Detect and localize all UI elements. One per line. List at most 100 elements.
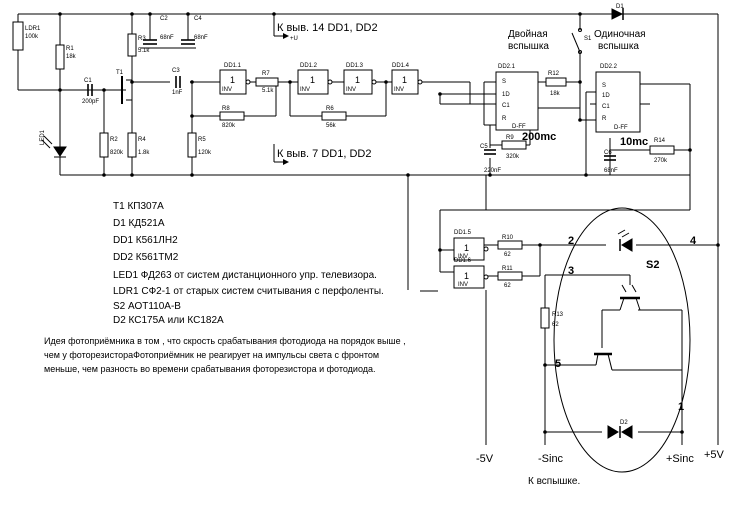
explanation-note: Идея фотоприёмника в том , что скрость с… bbox=[44, 336, 406, 374]
inverter-bubbles bbox=[245, 79, 489, 280]
single-flash-line2: вспышка bbox=[598, 41, 639, 52]
dd2-1-flipflop bbox=[495, 71, 539, 131]
d1-label: D1 bbox=[616, 4, 624, 10]
led1-photodiode bbox=[41, 135, 67, 158]
component-labels: LDR1 100k R1 18k C2 68nF C4 68nF R3 5.1k… bbox=[25, 4, 668, 426]
timing-10: 10mc bbox=[620, 136, 648, 148]
dd1-4-label: DD1.4 bbox=[392, 63, 410, 69]
r14-body bbox=[649, 145, 675, 155]
r13-label: R13 bbox=[552, 312, 564, 318]
c6-label: C6 bbox=[604, 150, 612, 156]
dd1-5-symbol: 1 bbox=[464, 243, 469, 253]
s1-label: S1 bbox=[584, 36, 592, 42]
r13-value: 62 bbox=[552, 322, 559, 328]
r10-body bbox=[497, 240, 523, 250]
dd1-1-label: DD1.1 bbox=[224, 63, 242, 69]
r5-body bbox=[187, 132, 197, 158]
node-1: 1 bbox=[678, 401, 684, 413]
r8-value: 820k bbox=[222, 123, 236, 129]
parts-item: DD2 К561ТМ2 bbox=[113, 252, 179, 263]
r3-body bbox=[127, 33, 137, 57]
dd2-1-d: 1D bbox=[502, 92, 510, 98]
r1-label: R1 bbox=[66, 46, 74, 52]
c5-value: 220nF bbox=[484, 168, 501, 174]
s2-led bbox=[617, 229, 633, 252]
r11-value: 62 bbox=[504, 283, 511, 289]
ldr1-label: LDR1 bbox=[25, 26, 41, 32]
c2-value: 68nF bbox=[160, 35, 174, 41]
r2-value: 820k bbox=[110, 150, 124, 156]
dd1-2-gate bbox=[297, 69, 329, 95]
r11-body bbox=[497, 271, 523, 281]
dd2-1-s: S bbox=[502, 79, 506, 85]
ldr1-value: 100k bbox=[25, 34, 39, 40]
r6-body bbox=[321, 111, 347, 121]
parts-item: T1 КП307А bbox=[113, 201, 164, 212]
dd1-6-symbol: 1 bbox=[464, 271, 469, 281]
c3-label: C3 bbox=[172, 68, 180, 74]
junctions bbox=[58, 12, 720, 434]
dd2-2-type: D-FF bbox=[614, 125, 628, 131]
c1-label: C1 bbox=[84, 78, 92, 84]
dd1-2-symbol: 1 bbox=[310, 75, 315, 85]
c1-value: 200pF bbox=[82, 99, 99, 105]
annotations: К выв. 14 DD1, DD2 +U К выв. 7 DD1, DD2 … bbox=[277, 22, 725, 487]
r1-body bbox=[55, 44, 65, 70]
dd1-5-type: INV bbox=[458, 254, 468, 260]
node-3: 3 bbox=[568, 265, 574, 277]
minus-5v-label: -5V bbox=[476, 453, 494, 465]
wires bbox=[17, 13, 719, 445]
dd2-1-c: C1 bbox=[502, 103, 510, 109]
r8-label: R8 bbox=[222, 106, 230, 112]
dd1-3-symbol: 1 bbox=[355, 75, 360, 85]
r10-label: R10 bbox=[502, 235, 514, 241]
r3-value: 5.1k bbox=[138, 48, 150, 54]
note-line: Идея фотоприёмника в том , что скрость с… bbox=[44, 336, 406, 346]
s2-label: S2 bbox=[646, 259, 659, 271]
dd1-3-type: INV bbox=[346, 87, 356, 93]
r13-body bbox=[540, 307, 550, 329]
c2-label: C2 bbox=[160, 16, 168, 22]
dd2-2-d: 1D bbox=[602, 93, 610, 99]
pin14-note: К выв. 14 DD1, DD2 bbox=[277, 22, 378, 34]
dd1-5-label: DD1.5 bbox=[454, 230, 472, 236]
r14-value: 270k bbox=[654, 158, 668, 164]
r4-body bbox=[127, 132, 137, 158]
r4-value: 1.8k bbox=[138, 150, 150, 156]
t1-label: T1 bbox=[116, 70, 124, 76]
dd2-2-s: S bbox=[602, 83, 606, 89]
parts-item: D1 КД521А bbox=[113, 218, 165, 229]
capacitor-plates bbox=[87, 39, 616, 161]
node-4: 4 bbox=[690, 235, 697, 247]
r9-value: 320k bbox=[506, 154, 520, 160]
dd1-6-label: DD1.6 bbox=[454, 258, 472, 264]
node-2: 2 bbox=[568, 235, 574, 247]
dd2-2-r: R bbox=[602, 116, 607, 122]
d1-diode bbox=[611, 8, 624, 20]
plus-5v-label: +5V bbox=[704, 449, 725, 461]
r11-label: R11 bbox=[502, 266, 513, 272]
s2-transistors bbox=[594, 284, 641, 371]
dd1-1-symbol: 1 bbox=[230, 75, 235, 85]
r4-label: R4 bbox=[138, 137, 146, 143]
r7-label: R7 bbox=[262, 71, 270, 77]
s1-switch bbox=[571, 28, 582, 54]
t1-transistor bbox=[112, 76, 123, 104]
plus-u-label: +U bbox=[290, 36, 298, 42]
timing-200: 200mc bbox=[522, 131, 556, 143]
r5-label: R5 bbox=[198, 137, 206, 143]
pin7-note: К выв. 7 DD1, DD2 bbox=[277, 148, 371, 160]
dd1-3-label: DD1.3 bbox=[346, 63, 364, 69]
dd2-2-c: C1 bbox=[602, 104, 610, 110]
r12-value: 18k bbox=[550, 91, 561, 97]
note-line: чем у фоторезистораФотоприёмник не реаги… bbox=[44, 350, 379, 360]
c3-value: 1nF bbox=[172, 90, 183, 96]
r1-value: 18k bbox=[66, 54, 77, 60]
r6-value: 56k bbox=[326, 123, 337, 129]
dd1-6-type: INV bbox=[458, 282, 468, 288]
parts-item: S2 АОТ110А-В bbox=[113, 301, 181, 312]
dd1-1-type: INV bbox=[222, 87, 232, 93]
r7-value: 5.1k bbox=[262, 88, 274, 94]
dd1-4-gate bbox=[391, 69, 419, 95]
